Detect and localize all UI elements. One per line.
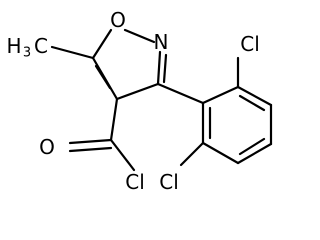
bond-o1-c5 [91, 28, 113, 60]
atom-labels: O N H 3 C O Cl Cl Cl [6, 8, 259, 194]
aryl-chlorine-top-label: Cl [240, 32, 260, 56]
bond-c3-c4 [115, 82, 160, 101]
aryl-chlorine-bottom-label: Cl [159, 170, 179, 194]
bond-ph2-ph3-inner [238, 94, 266, 112]
ring-oxygen-label: O [110, 8, 126, 32]
bond-carbonyl-o [68, 138, 113, 145]
bond-ph1-ph2 [201, 85, 240, 105]
bond-ph4-ph5-inner [238, 137, 266, 156]
carbonyl-oxygen-label: O [39, 135, 55, 159]
methyl-c-label: C [34, 34, 48, 58]
methyl-h-label: H [6, 34, 21, 58]
bond-lines [50, 28, 273, 172]
bond-ph2-ph3 [236, 85, 273, 107]
methyl-subscript-label: 3 [23, 46, 31, 61]
ring-nitrogen-label: N [154, 30, 169, 54]
bond-ph6-cl [179, 141, 205, 167]
bond-c3-phenyl [156, 82, 205, 105]
bond-carbonyl-o-double [68, 146, 113, 153]
bond-ph5-ph6 [201, 141, 240, 165]
bond-c4-carbonyl [109, 97, 119, 142]
structure-diagram: O N H 3 C O Cl Cl Cl [6, 8, 273, 194]
acyl-chlorine-label: Cl [125, 170, 145, 194]
bond-n2-c3 [156, 50, 162, 86]
bond-o1-n2 [123, 28, 156, 44]
bond-carbonyl-cl [109, 138, 136, 172]
bond-c4-c5-double [94, 64, 112, 90]
bond-c5-methyl [50, 45, 95, 60]
molecule-drawing: O N H 3 C O Cl Cl Cl [6, 8, 273, 194]
bond-ph4-ph5 [236, 142, 273, 165]
bond-n2-c3-double [162, 53, 168, 84]
